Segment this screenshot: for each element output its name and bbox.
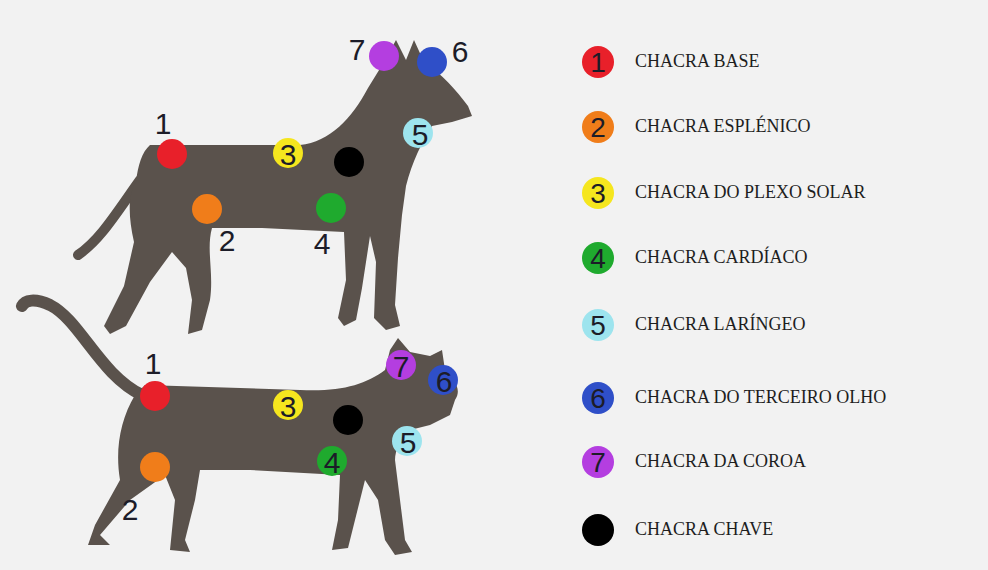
callout-number: 2	[122, 495, 139, 525]
callout-number: 2	[219, 226, 236, 256]
legend-text: CHACRA CARDÍACO	[635, 248, 808, 268]
legend-text: CHACRA BASE	[635, 52, 760, 72]
legend-text: CHACRA DA COROA	[635, 452, 806, 472]
callout-number: 6	[452, 37, 469, 67]
callout-number: 1	[155, 109, 172, 139]
callout-number: 4	[324, 448, 341, 478]
legend-number: 5	[590, 312, 606, 340]
legend-text: CHACRA DO TERCEIRO OLHO	[635, 388, 886, 408]
legend-number: 6	[590, 385, 606, 413]
callout-number: 4	[314, 229, 331, 259]
legend-number: 2	[590, 114, 606, 142]
callout-number: 3	[280, 140, 297, 170]
legend-text: CHACRA ESPLÉNICO	[635, 117, 811, 137]
callout-number: 5	[412, 120, 429, 150]
legend-number: 4	[590, 245, 606, 273]
legend-swatch	[582, 514, 614, 546]
dog-silhouette	[104, 40, 472, 334]
dog-chakra-dots	[157, 41, 447, 224]
callout-number: 5	[400, 428, 417, 458]
callout-number: 7	[393, 352, 410, 382]
callout-number: 6	[436, 367, 453, 397]
cat-tail	[22, 301, 142, 395]
callout-number: 7	[349, 35, 366, 65]
cat-chakra-dots	[140, 350, 458, 482]
callout-number: 1	[145, 349, 162, 379]
legend-text: CHACRA LARÍNGEO	[635, 315, 806, 335]
legend-text: CHACRA DO PLEXO SOLAR	[635, 183, 866, 203]
legend-number: 7	[590, 449, 606, 477]
callout-number: 3	[280, 392, 297, 422]
legend-text: CHACRA CHAVE	[635, 520, 773, 540]
cat-silhouette	[88, 338, 458, 555]
legend-number: 3	[590, 180, 606, 208]
legend-number: 1	[590, 49, 606, 77]
